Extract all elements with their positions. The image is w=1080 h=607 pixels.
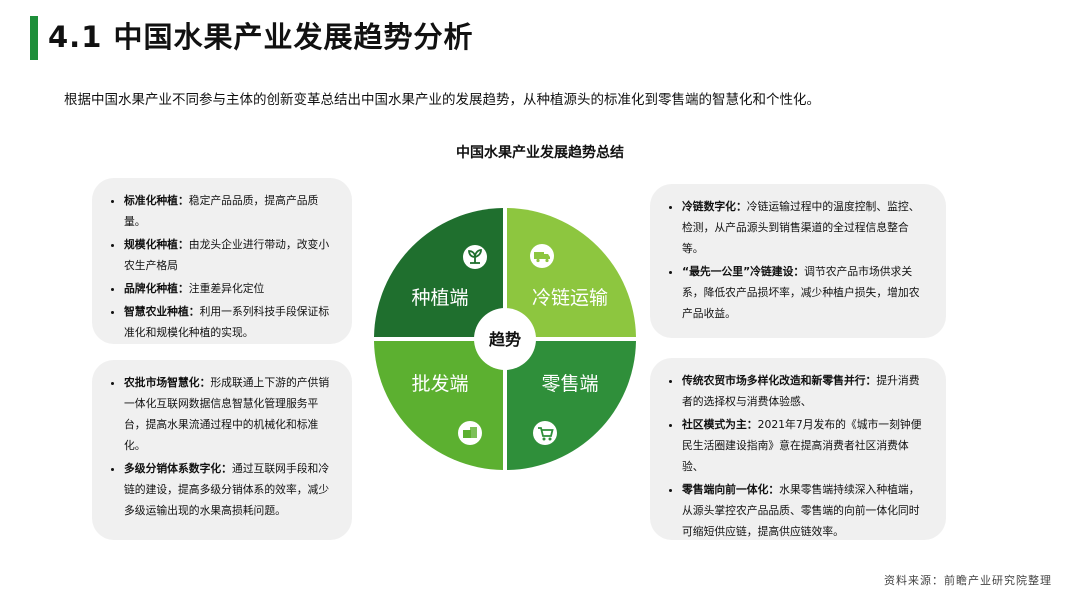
center-circle <box>474 308 536 370</box>
trend-diagram: 种植端 冷链运输 批发端 零售端 趋势 <box>374 208 636 470</box>
quadrant-coldchain <box>507 208 636 337</box>
panel-retail: 传统农贸市场多样化改造和新零售并行：提升消费者的选择权与消费体验感、 社区模式为… <box>650 358 946 540</box>
panel-coldchain: 冷链数字化：冷链运输过程中的温度控制、监控、检测，从产品源头到销售渠道的全过程信… <box>650 184 946 338</box>
panel-planting: 标准化种植：稳定产品品质，提高产品质量。 规模化种植：由龙头企业进行带动，改变小… <box>92 178 352 344</box>
diagram-title: 中国水果产业发展趋势总结 <box>456 145 624 161</box>
list-item: 冷链数字化：冷链运输过程中的温度控制、监控、检测，从产品源头到销售渠道的全过程信… <box>682 196 930 259</box>
quadrant-label-planting: 种植端 <box>411 287 468 309</box>
list-item: 规模化种植：由龙头企业进行带动，改变小农生产格局 <box>124 234 336 276</box>
list-item: “最先一公里”冷链建设：调节农产品市场供求关系，降低农产品损坏率，减少种植户损失… <box>682 261 930 324</box>
quadrant-planting <box>374 208 503 337</box>
quadrant-label-retail: 零售端 <box>541 373 598 395</box>
list-item: 标准化种植：稳定产品品质，提高产品质量。 <box>124 190 336 232</box>
page-title: 4.1 中国水果产业发展趋势分析 <box>48 20 474 54</box>
page-subtitle: 根据中国水果产业不同参与主体的创新变革总结出中国水果产业的发展趋势，从种植源头的… <box>64 92 820 108</box>
list-item: 传统农贸市场多样化改造和新零售并行：提升消费者的选择权与消费体验感、 <box>682 370 930 412</box>
title-accent-bar <box>30 16 38 60</box>
truck-icon <box>530 244 554 268</box>
panel-wholesale: 农批市场智慧化：形成联通上下游的产供销一体化互联网数据信息智慧化管理服务平台，提… <box>92 360 352 540</box>
list-item: 农批市场智慧化：形成联通上下游的产供销一体化互联网数据信息智慧化管理服务平台，提… <box>124 372 336 456</box>
list-item: 多级分销体系数字化：通过互联网手段和冷链的建设，提高多级分销体系的效率，减少多级… <box>124 458 336 521</box>
center-label: 趋势 <box>489 330 521 349</box>
list-item: 品牌化种植：注重差异化定位 <box>124 278 336 299</box>
source-note: 资料来源：前瞻产业研究院整理 <box>884 574 1052 587</box>
cart-icon <box>533 421 557 445</box>
quadrant-label-coldchain: 冷链运输 <box>532 287 608 309</box>
boxes-icon <box>458 421 482 445</box>
list-item: 零售端向前一体化：水果零售端持续深入种植端，从源头掌控农产品品质、零售端的向前一… <box>682 479 930 542</box>
list-item: 社区模式为主：2021年7月发布的《城市一刻钟便民生活圈建设指南》意在提高消费者… <box>682 414 930 477</box>
seedling-icon <box>463 245 487 269</box>
list-item: 智慧农业种植：利用一系列科技手段保证标准化和规模化种植的实现。 <box>124 301 336 343</box>
quadrant-label-wholesale: 批发端 <box>411 373 468 395</box>
